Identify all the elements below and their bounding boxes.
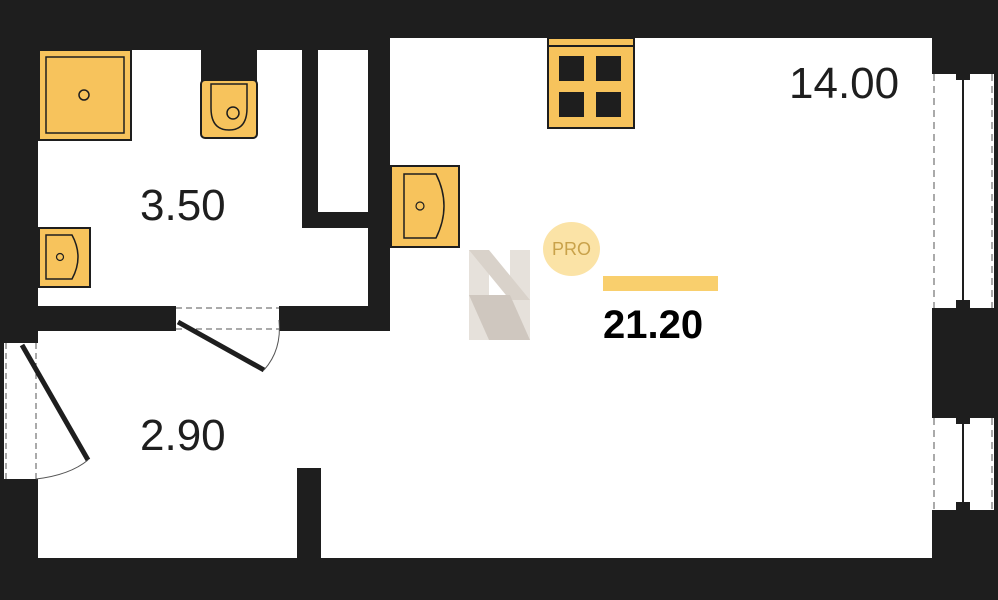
entrance-door (4, 335, 91, 487)
shower-tray-icon (38, 49, 132, 141)
window-lower (932, 410, 994, 518)
niche-floor (318, 50, 368, 212)
door-icon (19, 343, 91, 462)
hallway-stub-wall (297, 468, 321, 558)
partition-wall (368, 38, 390, 331)
total-area-bar (603, 276, 718, 291)
bathroom-door (168, 306, 287, 373)
pro-badge: PRO (543, 222, 600, 276)
niche-bottom-wall (302, 212, 368, 228)
hallway-floor (38, 331, 390, 558)
living-room-area: 14.00 (789, 59, 900, 108)
toilet-icon (200, 50, 258, 139)
niche-left-wall (302, 50, 318, 228)
sink-icon (38, 227, 91, 288)
bathroom-area: 3.50 (140, 181, 226, 230)
sink-icon (390, 165, 460, 248)
total-area: 21.20 (603, 303, 704, 347)
hallway-area: 2.90 (140, 411, 226, 460)
window-upper (932, 66, 994, 316)
door-icon (176, 319, 266, 373)
logo-mark-icon (469, 250, 530, 340)
stove-icon (547, 37, 635, 129)
pro-badge-text: PRO (551, 238, 591, 259)
